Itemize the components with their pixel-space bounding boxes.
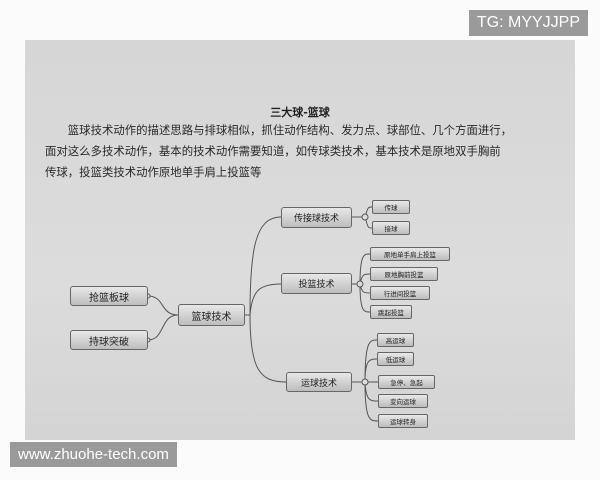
leaf-node: 变向运球 bbox=[378, 394, 428, 408]
node-drive: 持球突破 bbox=[70, 330, 148, 350]
leaf-node: 行进间投篮 bbox=[370, 286, 430, 300]
node-dribbling: 运球技术 bbox=[286, 372, 352, 392]
leaf-node: 传球 bbox=[372, 200, 410, 214]
document-paragraph: 篮球技术动作的描述思路与排球相似，抓住动作结构、发力点、球部位、几个方面进行， … bbox=[45, 120, 575, 183]
node-center: 篮球技术 bbox=[178, 304, 245, 326]
paragraph-line: 传球，投篮类技术动作原地单手肩上投篮等 bbox=[45, 165, 262, 179]
leaf-node: 接球 bbox=[372, 221, 410, 235]
leaf-node: 低运球 bbox=[377, 352, 414, 366]
leaf-node: 运球转身 bbox=[378, 414, 428, 428]
node-shooting: 投篮技术 bbox=[281, 273, 352, 294]
leaf-node: 高运球 bbox=[377, 333, 414, 347]
leaf-node: 原地胸前投篮 bbox=[370, 267, 438, 281]
watermark-top: TG: MYYJJPP bbox=[468, 10, 588, 36]
paragraph-line: 面对这么多技术动作，基本的技术动作需要知道，如传球类技术，基本技术是原地双手胸前 bbox=[45, 144, 501, 158]
node-rebound: 抢篮板球 bbox=[70, 286, 148, 306]
leaf-node: 跳起投篮 bbox=[370, 305, 412, 319]
paragraph-line: 篮球技术动作的描述思路与排球相似，抓住动作结构、发力点、球部位、几个方面进行， bbox=[45, 123, 513, 137]
document-title: 三大球-篮球 bbox=[270, 106, 330, 119]
leaf-node: 急停、急起 bbox=[378, 375, 435, 389]
leaf-node: 原地单手肩上投篮 bbox=[370, 247, 450, 261]
node-passing: 传接球技术 bbox=[281, 207, 352, 228]
watermark-bottom: www.zhuohe-tech.com bbox=[10, 442, 177, 467]
